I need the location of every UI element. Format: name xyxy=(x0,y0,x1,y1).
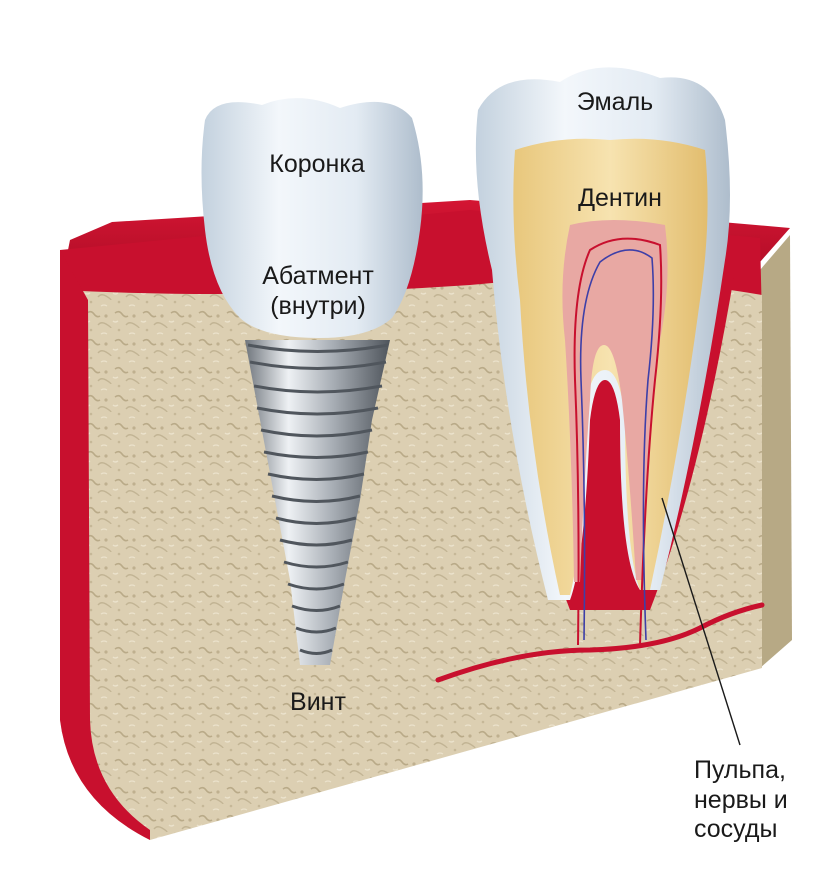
dentin-label: Дентин xyxy=(578,184,662,212)
bone-side-face xyxy=(760,235,792,668)
implant-crown xyxy=(201,98,423,338)
pulp-label-line2: нервы и xyxy=(694,785,788,814)
natural-tooth-pulp xyxy=(562,220,668,582)
abutment-label-line1: Абатмент xyxy=(262,262,374,290)
pulp-label-line3: сосуды xyxy=(694,815,778,843)
enamel-label: Эмаль xyxy=(576,88,654,116)
crown-label: Коронка xyxy=(269,150,365,178)
gum-left-edge xyxy=(60,250,150,840)
blood-vessel xyxy=(435,602,765,683)
pulp-leader-line xyxy=(661,497,741,746)
nerve-blue xyxy=(579,249,655,641)
pulp-label: Пульпа, нервы и сосуды xyxy=(694,756,824,845)
nerve-red xyxy=(573,237,663,646)
pulp-label-line1: Пульпа, xyxy=(694,756,786,784)
screw-label: Винт xyxy=(290,688,346,716)
abutment-label: Абатмент (внутри) xyxy=(238,262,398,321)
abutment-label-line2: (внутри) xyxy=(270,291,366,320)
screw-threads xyxy=(247,343,389,655)
